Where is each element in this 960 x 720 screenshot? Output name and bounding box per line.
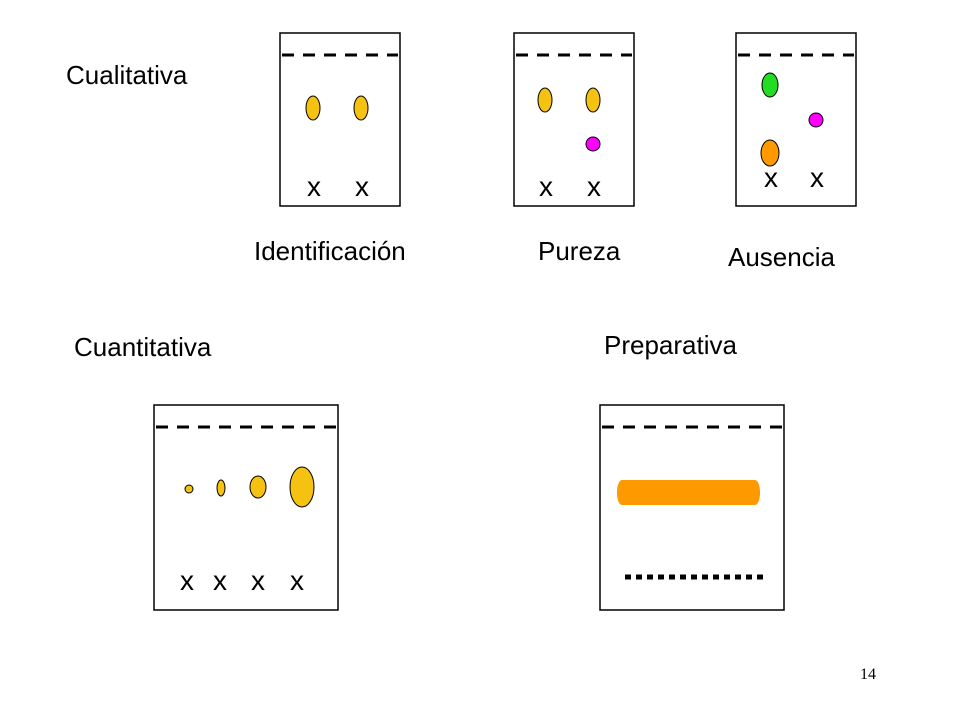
application-mark: x [290, 565, 304, 596]
section-title-cualitativa: Cualitativa [66, 60, 188, 90]
application-mark: x [180, 565, 194, 596]
plate-frame [735, 32, 857, 207]
plate-label-pureza: Pureza [538, 236, 621, 266]
spot-yellow [184, 484, 194, 494]
plate-frame [513, 32, 635, 207]
section-title-cuantitativa: Cuantitativa [74, 332, 212, 362]
plate-frame [153, 404, 339, 611]
application-mark: x [213, 565, 227, 596]
plate-frame [599, 404, 785, 611]
spot-yellow [249, 475, 267, 499]
spot-orange [760, 139, 780, 167]
plate-label-identificacion: Identificación [254, 236, 406, 266]
spot-magenta [808, 112, 824, 128]
spot-yellow [216, 479, 226, 497]
page-number: 14 [860, 666, 876, 683]
spot-yellow [353, 95, 369, 121]
spot-yellow [537, 87, 553, 113]
spot-yellow [585, 87, 601, 113]
preparative-band [617, 480, 760, 505]
application-mark: x [764, 162, 778, 193]
application-mark: x [251, 565, 265, 596]
application-mark: x [355, 171, 369, 202]
plate-identificacion: x x [279, 32, 401, 207]
plate-cuantitativa: x x x x [153, 404, 339, 611]
spot-yellow [289, 466, 315, 508]
plate-pureza: x x [513, 32, 635, 207]
spot-magenta [585, 136, 601, 152]
plate-ausencia: x x [735, 32, 857, 207]
application-mark: x [587, 171, 601, 202]
plate-preparativa [599, 404, 785, 611]
plate-frame [279, 32, 401, 207]
spot-yellow [305, 95, 321, 121]
application-mark: x [539, 171, 553, 202]
section-title-preparativa: Preparativa [604, 330, 737, 360]
plate-label-ausencia: Ausencia [728, 242, 835, 272]
spot-green [761, 72, 779, 98]
application-mark: x [307, 171, 321, 202]
application-mark: x [810, 162, 824, 193]
